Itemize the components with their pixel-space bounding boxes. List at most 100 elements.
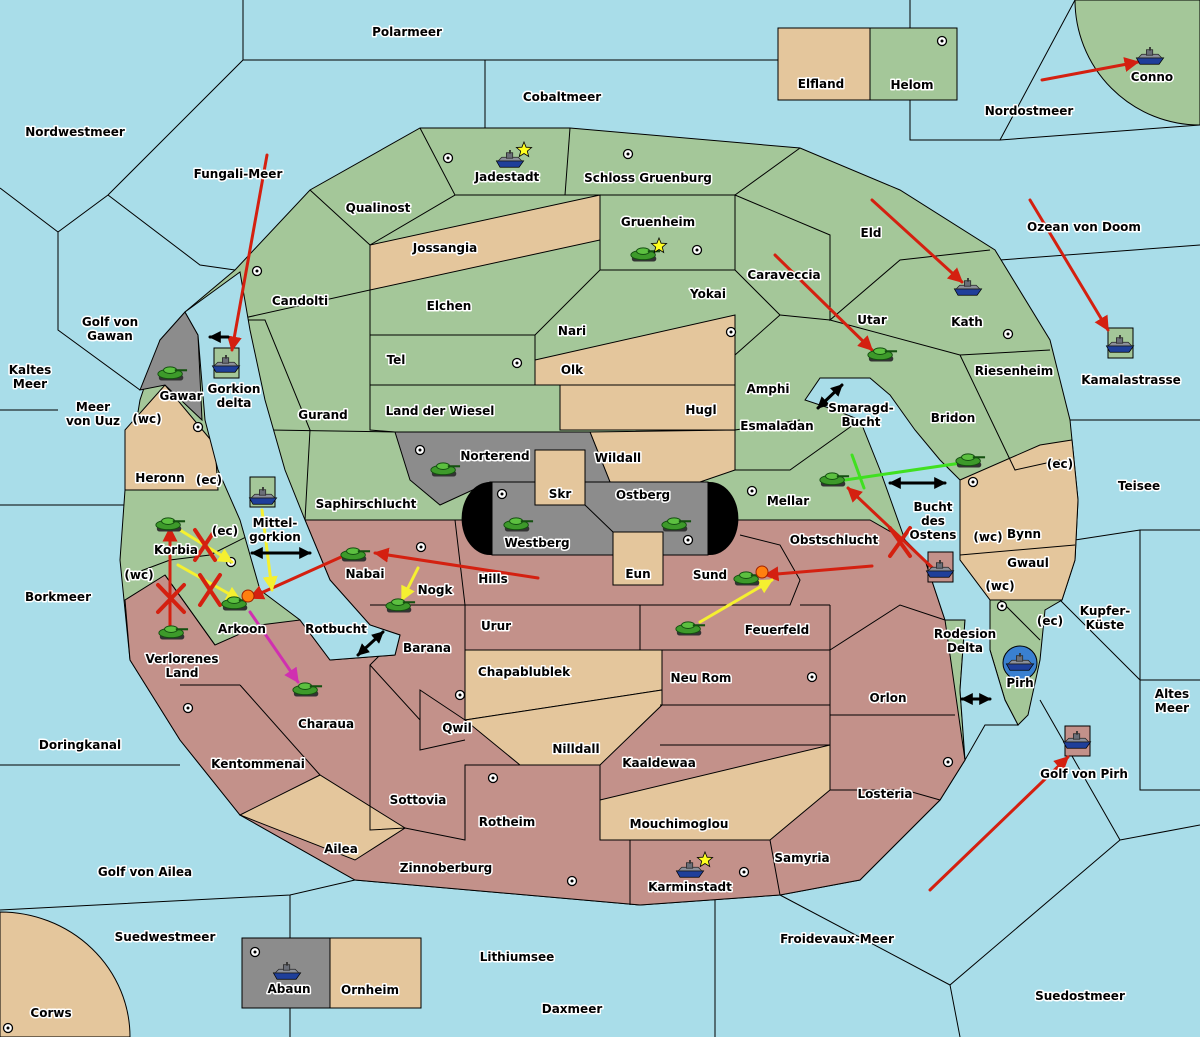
sea-label[interactable]: Suedostmeer: [1034, 988, 1127, 1005]
territory-label[interactable]: Bynn: [1005, 526, 1042, 543]
sea-label[interactable]: Smaragd-Bucht: [827, 400, 895, 431]
sea-label[interactable]: Kamalastrasse: [1080, 372, 1183, 389]
sea-label[interactable]: Borkmeer: [24, 589, 93, 606]
territory-label[interactable]: Heronn: [134, 470, 186, 487]
territory-label[interactable]: Riesenheim: [973, 363, 1055, 380]
sea-label[interactable]: Doringkanal: [37, 737, 122, 754]
territory-label[interactable]: Land der Wiesel: [384, 403, 496, 420]
territory-label[interactable]: Saphirschlucht: [314, 496, 418, 513]
territory-label[interactable]: Jadestadt: [472, 169, 541, 186]
territory-label[interactable]: Candolti: [270, 293, 329, 310]
coast-label[interactable]: (ec): [1035, 613, 1064, 630]
coast-label[interactable]: (wc): [131, 411, 163, 428]
territory-label[interactable]: Ornheim: [340, 982, 401, 999]
territory-label[interactable]: Karminstadt: [647, 879, 734, 896]
territory-label[interactable]: Zinnoberburg: [398, 860, 493, 877]
territory-label[interactable]: Mouchimoglou: [628, 816, 730, 833]
territory-label[interactable]: Ostberg: [614, 487, 671, 504]
territory-label[interactable]: Helom: [889, 77, 935, 94]
territory-label[interactable]: Wildall: [593, 450, 642, 467]
coast-label[interactable]: (wc): [984, 578, 1016, 595]
sea-label[interactable]: Fungali-Meer: [192, 166, 284, 183]
territory-label[interactable]: Hugl: [684, 402, 718, 419]
sea-label[interactable]: Rotbucht: [304, 621, 369, 638]
territory-label[interactable]: Eld: [859, 225, 883, 242]
territory-label[interactable]: Ailea: [323, 841, 360, 858]
territory-label[interactable]: Korbia: [152, 542, 199, 559]
territory-label[interactable]: Losteria: [856, 786, 914, 803]
coast-label[interactable]: (wc): [972, 529, 1004, 546]
coast-label[interactable]: (ec): [194, 472, 223, 489]
territory-label[interactable]: Gawar: [158, 388, 204, 405]
territory-label[interactable]: Skr: [547, 486, 573, 503]
sea-label[interactable]: Suedwestmeer: [113, 929, 217, 946]
territory-label[interactable]: Feuerfeld: [743, 622, 811, 639]
sea-label[interactable]: Mittel-gorkion: [248, 515, 303, 546]
sea-label[interactable]: Daxmeer: [540, 1001, 604, 1018]
sea-label[interactable]: Teisee: [1116, 478, 1161, 495]
territory-label[interactable]: Caraveccia: [746, 267, 822, 284]
sea-label[interactable]: Kupfer-Küste: [1078, 603, 1131, 634]
territory-label[interactable]: Sottovia: [388, 792, 448, 809]
territory-label[interactable]: Chapablublek: [476, 664, 572, 681]
territory-label[interactable]: Conno: [1129, 69, 1174, 86]
territory-label[interactable]: Esmaladan: [739, 418, 815, 435]
sea-label[interactable]: Polarmeer: [371, 24, 444, 41]
sea-label[interactable]: Nordostmeer: [983, 103, 1075, 120]
sea-label[interactable]: Nordwestmeer: [24, 124, 127, 141]
territory-label[interactable]: Eun: [624, 566, 652, 583]
coast-label[interactable]: (ec): [1045, 456, 1074, 473]
territory-label[interactable]: Westberg: [503, 535, 571, 552]
territory-label[interactable]: Mellar: [765, 493, 810, 510]
sea-label[interactable]: Golf von Pirh: [1039, 766, 1130, 783]
territory-label[interactable]: Tel: [385, 352, 407, 369]
territory-label[interactable]: Gurand: [297, 407, 350, 424]
coast-label[interactable]: (wc): [123, 567, 155, 584]
territory-label[interactable]: Nogk: [416, 582, 455, 599]
territory-label[interactable]: Jossangia: [410, 240, 478, 257]
territory-label[interactable]: Olk: [559, 362, 585, 379]
territory-label[interactable]: Sund: [691, 567, 728, 584]
territory-label[interactable]: Qwil: [441, 720, 474, 737]
territory-label[interactable]: Pirh: [1005, 675, 1035, 692]
sea-label[interactable]: Cobaltmeer: [521, 89, 602, 106]
sea-label[interactable]: Ozean von Doom: [1026, 219, 1143, 236]
territory-label[interactable]: Kaaldewaa: [621, 755, 698, 772]
territory-label[interactable]: Abaun: [266, 981, 312, 998]
territory-label[interactable]: Qualinost: [344, 200, 412, 217]
territory-label[interactable]: Barana: [402, 640, 453, 657]
territory-label[interactable]: Charaua: [296, 716, 355, 733]
territory-label[interactable]: Corws: [29, 1005, 73, 1022]
sea-label[interactable]: Golf von Ailea: [96, 864, 193, 881]
territory-label[interactable]: Amphi: [745, 381, 791, 398]
territory-label[interactable]: Kath: [950, 314, 985, 331]
coast-label[interactable]: (ec): [210, 523, 239, 540]
territory-label[interactable]: Yokai: [687, 286, 727, 303]
territory-label[interactable]: Arkoon: [217, 621, 268, 638]
territory-label[interactable]: Nabai: [344, 566, 386, 583]
territory-label[interactable]: Schloss Gruenburg: [583, 170, 714, 187]
territory-label[interactable]: Nari: [556, 323, 587, 340]
territory-label[interactable]: Rotheim: [477, 814, 537, 831]
territory-label[interactable]: Bridon: [929, 410, 977, 427]
territory-label[interactable]: Norterend: [459, 448, 531, 465]
territory-label[interactable]: Elchen: [425, 298, 473, 315]
territory-label[interactable]: Gwaul: [1006, 555, 1051, 572]
territory-label[interactable]: Obstschlucht: [788, 532, 880, 549]
territory-label[interactable]: Neu Rom: [669, 670, 733, 687]
territory-label[interactable]: Urur: [479, 618, 512, 635]
sea-label[interactable]: Froidevaux-Meer: [779, 931, 896, 948]
territory-label[interactable]: Kentommenai: [210, 756, 307, 773]
territory-label[interactable]: Samyria: [773, 850, 831, 867]
territory-label[interactable]: Gruenheim: [619, 214, 696, 231]
territory-label[interactable]: Hills: [477, 571, 510, 588]
